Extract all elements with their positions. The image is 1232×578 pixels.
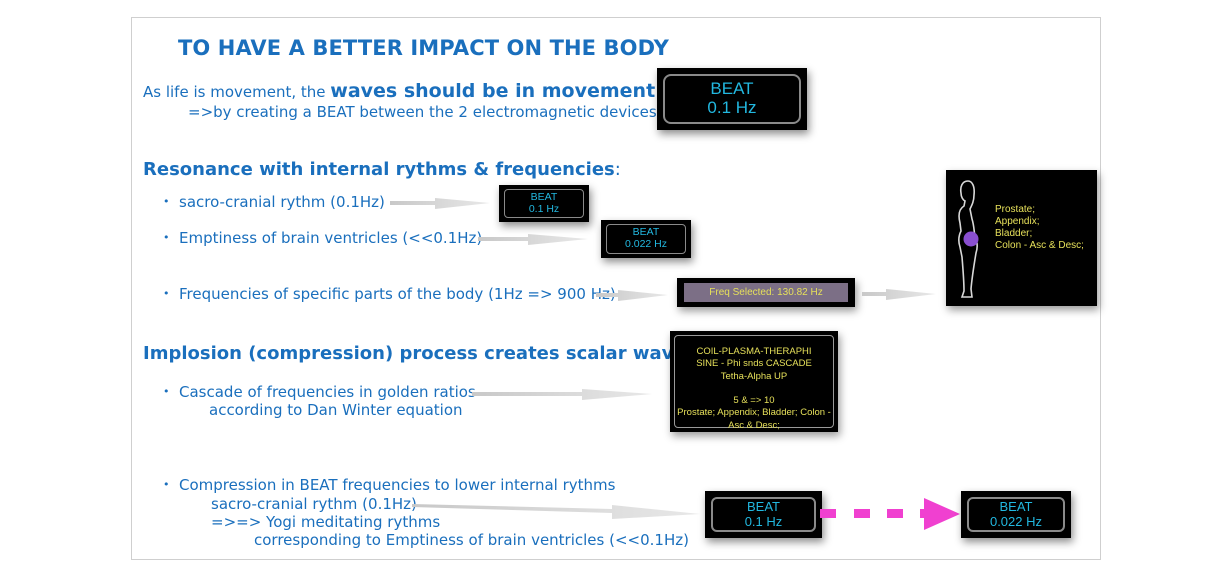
cascade-line-2: according to Dan Winter equation — [209, 401, 463, 419]
beat-display-to: BEAT 0.022 Hz — [961, 491, 1071, 538]
beat-display-sacro: BEAT 0.1 Hz — [499, 185, 589, 222]
arrow-right-icon — [862, 289, 936, 300]
organ-item: Appendix; — [995, 216, 1040, 227]
heading-colon: : — [614, 159, 621, 180]
arrow-right-icon — [390, 198, 490, 209]
list-item-body-parts: Frequencies of specific parts of the bod… — [163, 285, 616, 303]
compression-line-3: =>=> Yogi meditating rythms — [211, 513, 441, 531]
panel-line: 5 & => 10 — [733, 395, 775, 407]
beat-display-main: BEAT 0.1 Hz — [657, 68, 807, 130]
beat-label: BEAT — [632, 226, 660, 239]
beat-label: BEAT — [530, 190, 558, 203]
panel-line: SINE - Phi snds CASCADE — [696, 358, 812, 370]
beat-value: 0.022 Hz — [624, 238, 668, 250]
intro-line-1: As life is movement, the waves should be… — [143, 80, 655, 102]
organ-list: Prostate; Appendix; Bladder; Colon - Asc… — [995, 204, 1084, 252]
organ-item: Prostate; — [995, 204, 1036, 215]
resonance-heading-text: Resonance with internal rythms & frequen… — [143, 159, 615, 180]
list-item-cascade: Cascade of frequencies in golden ratios — [163, 383, 476, 401]
panel-line: Tetha-Alpha UP — [720, 370, 788, 382]
organ-item: Bladder; — [995, 228, 1033, 239]
coil-plasma-panel: COIL-PLASMA-THERAPHI SINE - Phi snds CAS… — [670, 331, 838, 432]
compression-line-2: sacro-cranial rythm (0.1Hz) — [211, 495, 417, 513]
beat-display-from: BEAT 0.1 Hz — [705, 491, 822, 538]
page-title: TO HAVE A BETTER IMPACT ON THE BODY — [178, 36, 669, 60]
intro-prefix: As life is movement, the — [143, 83, 331, 101]
arrow-right-icon — [478, 234, 588, 245]
implosion-heading-text: Implosion (compression) process creates … — [143, 343, 697, 364]
beat-label: BEAT — [999, 499, 1033, 515]
dashed-arrow-icon — [820, 498, 960, 530]
beat-value: 0.022 Hz — [989, 513, 1043, 529]
beat-value: 0.1 Hz — [707, 98, 757, 117]
intro-bold: waves should be in movement — [330, 80, 656, 102]
beat-value: 0.1 Hz — [744, 513, 783, 529]
intro-line-2: =>by creating a BEAT between the 2 elect… — [188, 103, 657, 121]
panel-line: Asc & Desc; — [728, 419, 780, 431]
organ-item: Colon - Asc & Desc; — [995, 240, 1084, 251]
body-organ-panel: Prostate; Appendix; Bladder; Colon - Asc… — [946, 170, 1097, 306]
list-item-sacro-cranial: sacro-cranial rythm (0.1Hz) — [163, 193, 385, 211]
beat-display-ventricles: BEAT 0.022 Hz — [601, 220, 691, 258]
arrow-right-icon — [412, 504, 700, 519]
implosion-heading: Implosion (compression) process creates … — [143, 343, 702, 364]
panel-line: Prostate; Appendix; Bladder; Colon - — [677, 407, 831, 419]
list-item-compression: Compression in BEAT frequencies to lower… — [163, 476, 615, 494]
beat-label: BEAT — [710, 79, 754, 99]
arrow-right-icon — [596, 290, 668, 301]
panel-spacer — [675, 383, 833, 395]
freq-selected-display: Freq Selected: 130.82 Hz — [677, 278, 855, 307]
panel-line: COIL-PLASMA-THERAPHI — [696, 346, 812, 357]
human-body-silhouette-icon — [958, 180, 979, 298]
compression-line-4: corresponding to Emptiness of brain vent… — [254, 531, 689, 549]
list-item-brain-ventricles: Emptiness of brain ventricles (<<0.1Hz) — [163, 229, 482, 247]
arrow-right-icon — [472, 389, 652, 400]
freq-selected-text: Freq Selected: 130.82 Hz — [684, 283, 848, 302]
beat-value: 0.1 Hz — [528, 202, 560, 215]
beat-label: BEAT — [747, 499, 780, 515]
organ-marker — [963, 231, 979, 247]
resonance-heading: Resonance with internal rythms & frequen… — [143, 159, 621, 180]
